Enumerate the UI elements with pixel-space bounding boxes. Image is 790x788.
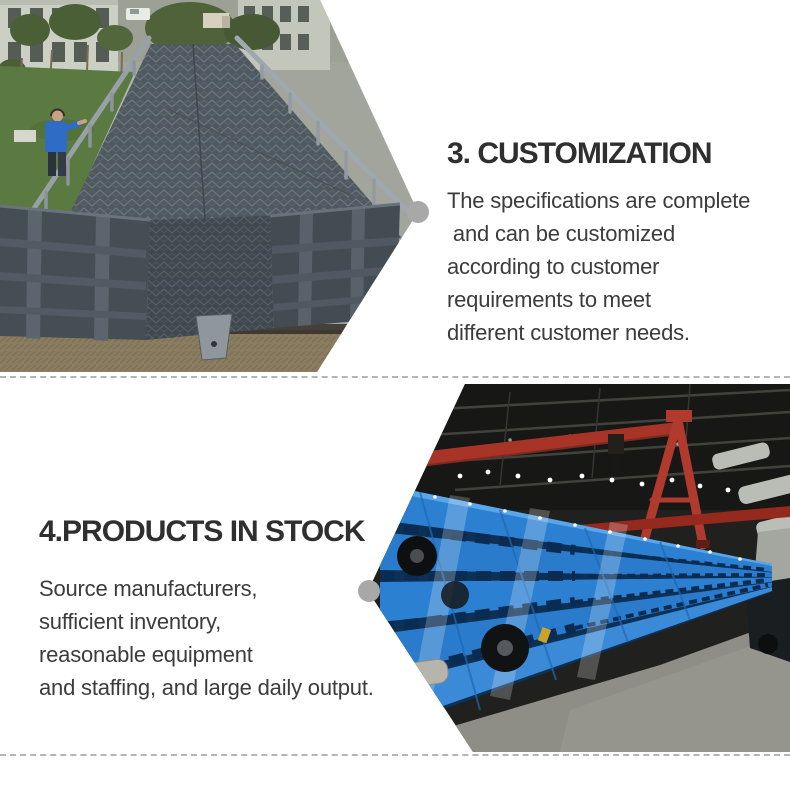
vehicles [126, 8, 230, 28]
dashed-divider-top [0, 376, 790, 378]
worker [45, 108, 87, 176]
guard-rails [11, 35, 409, 260]
stock-body: Source manufacturers, sufficient invento… [39, 576, 374, 700]
stock-text-block: 4.PRODUCTS IN STOCK Source manufacturers… [39, 514, 459, 704]
stock-heading: 4.PRODUCTS IN STOCK [39, 515, 366, 548]
far-wall-and-floor [420, 528, 790, 752]
customization-text-block: 3. CUSTOMIZATION The specifications are … [447, 136, 790, 349]
yard-ramp-illustration [0, 0, 418, 372]
customization-photo [0, 0, 418, 372]
warehouse-illustration [368, 384, 790, 752]
ramp-base-panels [0, 202, 401, 361]
connector-dot-top [407, 201, 429, 223]
connector-dot-bottom [358, 580, 380, 602]
dashed-divider-bottom [0, 754, 790, 756]
customization-body: The specifications are complete and can … [447, 188, 751, 345]
gantry-crane [419, 410, 790, 550]
products-in-stock-photo [368, 384, 790, 752]
customization-heading: 3. CUSTOMIZATION [447, 137, 713, 170]
